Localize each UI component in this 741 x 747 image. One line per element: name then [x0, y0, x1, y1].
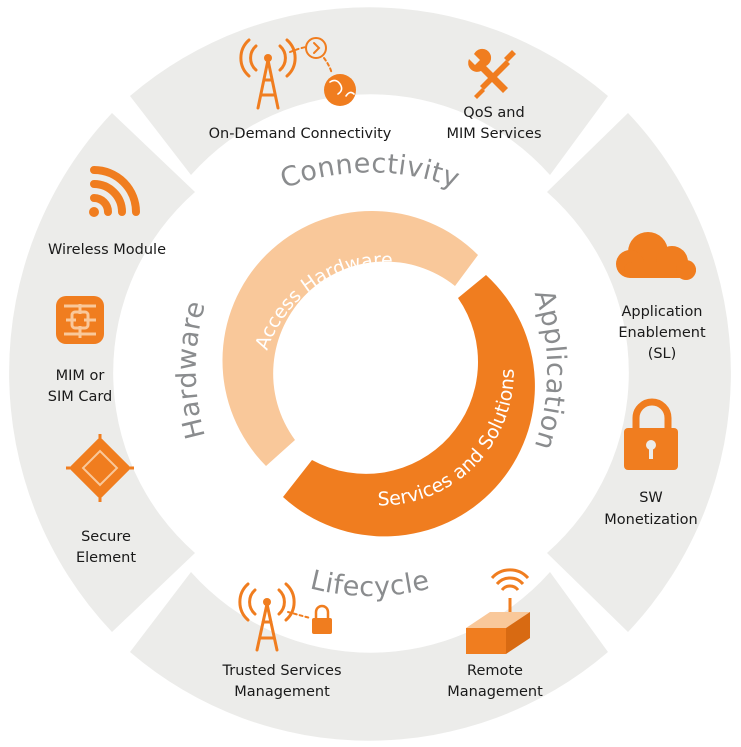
- svg-text:Remote: Remote: [467, 663, 523, 679]
- inner-ring-access-hardware: [222, 210, 478, 466]
- svg-text:QoS and: QoS and: [463, 105, 524, 121]
- segment-title-connectivity: Connectivity: [276, 148, 463, 195]
- svg-text:MIM or: MIM or: [56, 368, 105, 384]
- sim-chip-icon: [56, 296, 104, 344]
- segment-title-application: Application: [528, 286, 571, 454]
- label-sw-monetization: SW Monetization: [604, 490, 697, 528]
- label-trusted-services-management: Trusted Services Management: [222, 663, 342, 700]
- svg-text:Management: Management: [234, 684, 330, 700]
- wifi-signal-icon: [89, 166, 140, 217]
- svg-text:SIM Card: SIM Card: [48, 389, 113, 405]
- svg-text:Monetization: Monetization: [604, 512, 697, 528]
- svg-text:MIM Services: MIM Services: [446, 126, 541, 142]
- svg-text:Wireless Module: Wireless Module: [48, 242, 166, 258]
- svg-text:SW: SW: [639, 490, 663, 506]
- svg-text:(SL): (SL): [648, 346, 677, 362]
- cell-tower-lock-icon: [238, 582, 332, 652]
- label-on-demand-connectivity: On-Demand Connectivity: [209, 126, 392, 142]
- svg-text:Enablement: Enablement: [618, 325, 706, 341]
- cell-tower-globe-icon: [239, 37, 356, 110]
- label-qos-mim-services: QoS and MIM Services: [446, 105, 541, 142]
- svg-text:Element: Element: [76, 550, 136, 566]
- label-wireless-module: Wireless Module: [48, 242, 166, 258]
- segment-connectivity: [130, 7, 608, 176]
- wrench-screwdriver-icon: [468, 48, 516, 99]
- cloud-icon: [616, 232, 696, 280]
- svg-text:On-Demand Connectivity: On-Demand Connectivity: [209, 126, 392, 142]
- segment-application: [547, 113, 731, 632]
- svg-text:Application: Application: [621, 304, 702, 320]
- label-remote-management: Remote Management: [447, 663, 543, 700]
- secure-element-chip-icon: [66, 434, 134, 502]
- segment-hardware: [9, 113, 195, 632]
- segment-title-lifecycle: Lifecycle: [307, 565, 432, 603]
- svg-text:Management: Management: [447, 684, 543, 700]
- svg-text:Trusted Services: Trusted Services: [222, 663, 342, 679]
- segment-lifecycle: [130, 572, 608, 741]
- padlock-icon: [624, 398, 678, 470]
- label-secure-element: Secure Element: [76, 529, 136, 566]
- remote-box-wifi-icon: [466, 568, 530, 654]
- label-mim-sim-card: MIM or SIM Card: [48, 368, 113, 405]
- inner-ring-services-solutions: [283, 275, 535, 537]
- segment-title-hardware: Hardware: [172, 298, 212, 442]
- svg-text:Secure: Secure: [81, 529, 131, 545]
- label-application-enablement: Application Enablement (SL): [618, 304, 706, 362]
